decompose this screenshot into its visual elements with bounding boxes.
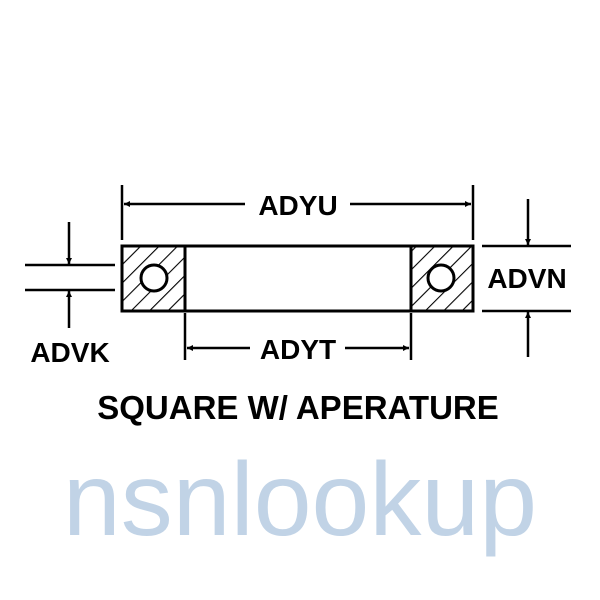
watermark: nsnlookup — [63, 442, 537, 558]
right-section — [409, 244, 475, 313]
label-advn: ADVN — [487, 263, 566, 294]
label-adyt: ADYT — [260, 334, 336, 365]
right-aperture-circle — [426, 263, 456, 293]
diagram-title: SQUARE W/ APERATURE — [97, 389, 499, 426]
left-aperture-circle — [139, 263, 169, 293]
label-adyu: ADYU — [258, 190, 337, 221]
label-advk: ADVK — [30, 337, 109, 368]
left-section — [120, 244, 187, 313]
